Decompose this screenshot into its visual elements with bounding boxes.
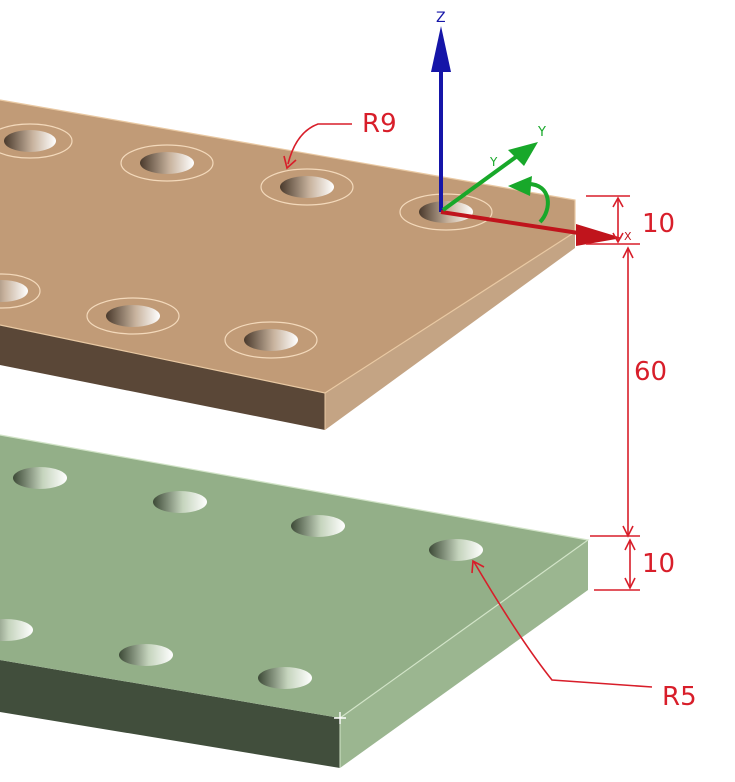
bottom-hole-4[interactable] — [429, 539, 483, 561]
x-axis-line — [440, 210, 586, 236]
top-hole-7[interactable] — [224, 321, 318, 359]
y-secondary-label: Y — [489, 155, 498, 169]
r5-label: R5 — [662, 682, 697, 712]
bottom-hole-5[interactable] — [0, 619, 33, 641]
gap-label: 60 — [634, 357, 667, 387]
top-hole-5[interactable] — [0, 273, 41, 309]
dimension-annotations — [283, 123, 653, 688]
bottom-hole-2[interactable] — [153, 491, 207, 513]
y-axis-line — [441, 152, 522, 212]
cursor-cross — [334, 712, 346, 724]
x-axis-label: X — [624, 230, 632, 243]
coordinate-triad[interactable]: Z X Y Y — [431, 10, 632, 246]
bottom-thickness-label: 10 — [642, 549, 675, 579]
top-hole-1[interactable] — [0, 123, 73, 159]
top-hole-6[interactable] — [86, 297, 180, 335]
y-axis-arrowhead — [508, 142, 538, 166]
top-plate-side-face — [325, 232, 575, 430]
bottom-hole-7[interactable] — [258, 667, 312, 689]
top-hole-2[interactable] — [120, 144, 214, 182]
y-axis-label: Y — [537, 125, 546, 140]
top-plate[interactable] — [0, 99, 576, 430]
bottom-plate-front-face — [0, 660, 340, 768]
z-axis-arrowhead — [431, 26, 451, 72]
rotation-arc-icon — [527, 182, 550, 224]
r9-label: R9 — [362, 109, 397, 139]
bottom-plate-side-face — [340, 540, 588, 768]
bottom-hole-3[interactable] — [291, 515, 345, 537]
z-axis-label: Z — [436, 10, 446, 26]
r9-leader — [287, 123, 352, 165]
top-thickness-label: 10 — [642, 209, 675, 239]
x-axis-arrowhead — [576, 224, 622, 246]
bottom-hole-6[interactable] — [119, 644, 173, 666]
bottom-plate[interactable] — [0, 434, 590, 768]
top-plate-front-face — [0, 325, 325, 430]
top-hole-3[interactable] — [260, 168, 354, 206]
r5-leader — [473, 561, 653, 688]
bottom-hole-1[interactable] — [13, 467, 67, 489]
